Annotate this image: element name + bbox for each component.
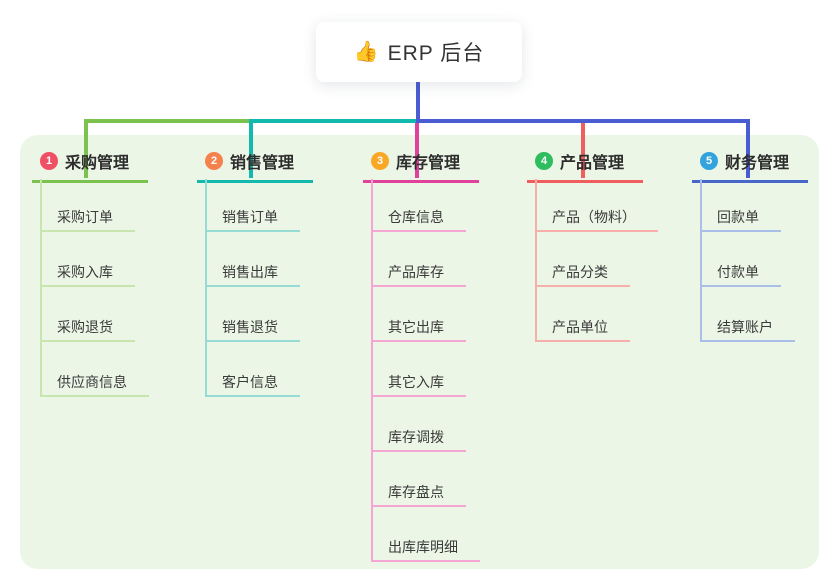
node-item[interactable]: 产品（物料）	[537, 179, 658, 232]
node-item[interactable]: 仓库信息	[373, 179, 466, 232]
connector-drop-product	[581, 119, 585, 178]
node-item[interactable]: 采购退货	[42, 287, 135, 342]
branch-header-product[interactable]: 4 产品管理	[527, 149, 643, 183]
branch-label: 产品管理	[560, 155, 625, 172]
branch-label: 采购管理	[65, 155, 130, 172]
node-item[interactable]: 客户信息	[207, 342, 300, 397]
node-item[interactable]: 销售退货	[207, 287, 300, 342]
branches-panel	[20, 135, 819, 569]
branch-header-inventory[interactable]: 3 库存管理	[363, 149, 479, 183]
branch-items-product: 产品（物料） 产品分类 产品单位	[535, 179, 658, 342]
branch-items-inventory: 仓库信息 产品库存 其它出库 其它入库 库存调拨 库存盘点 出库库明细	[371, 179, 480, 562]
connector-bus-right	[417, 119, 750, 123]
node-item[interactable]: 采购入库	[42, 232, 135, 287]
branch-label: 财务管理	[725, 155, 790, 172]
branch-number-badge: 2	[205, 152, 223, 170]
node-item[interactable]: 销售出库	[207, 232, 300, 287]
node-item[interactable]: 销售订单	[207, 179, 300, 232]
branch-label: 销售管理	[230, 155, 295, 172]
connector-drop-inventory	[415, 119, 419, 178]
branch-items-sales: 销售订单 销售出库 销售退货 客户信息	[205, 179, 300, 397]
branch-number-badge: 4	[535, 152, 553, 170]
root-node[interactable]: 👍 ERP 后台	[316, 22, 522, 82]
connector-bus-left	[84, 119, 249, 123]
branch-number-badge: 1	[40, 152, 58, 170]
branch-number-badge: 5	[700, 152, 718, 170]
node-item[interactable]: 库存调拨	[373, 397, 466, 452]
node-item[interactable]: 回款单	[702, 179, 781, 232]
branch-label: 库存管理	[396, 155, 461, 172]
connector-drop-sales	[249, 119, 253, 178]
connector-root-trunk	[416, 81, 420, 123]
branch-items-finance: 回款单 付款单 结算账户	[700, 179, 795, 342]
root-title: ERP 后台	[387, 42, 485, 65]
node-item[interactable]: 其它入库	[373, 342, 466, 397]
node-item[interactable]: 供应商信息	[42, 342, 149, 397]
connector-drop-finance	[746, 119, 750, 178]
node-item[interactable]: 采购订单	[42, 179, 135, 232]
thumbs-up-icon: 👍	[353, 41, 379, 63]
branch-header-purchase[interactable]: 1 采购管理	[32, 149, 148, 183]
node-item[interactable]: 库存盘点	[373, 452, 466, 507]
branch-items-purchase: 采购订单 采购入库 采购退货 供应商信息	[40, 179, 149, 397]
node-item[interactable]: 其它出库	[373, 287, 466, 342]
node-item[interactable]: 出库库明细	[373, 507, 480, 562]
branch-header-sales[interactable]: 2 销售管理	[197, 149, 313, 183]
node-item[interactable]: 付款单	[702, 232, 781, 287]
node-item[interactable]: 产品库存	[373, 232, 466, 287]
node-item[interactable]: 产品分类	[537, 232, 630, 287]
node-item[interactable]: 产品单位	[537, 287, 630, 342]
branch-number-badge: 3	[371, 152, 389, 170]
branch-header-finance[interactable]: 5 财务管理	[692, 149, 808, 183]
connector-bus-middle	[249, 119, 417, 123]
node-item[interactable]: 结算账户	[702, 287, 795, 342]
connector-drop-purchase	[84, 119, 88, 178]
